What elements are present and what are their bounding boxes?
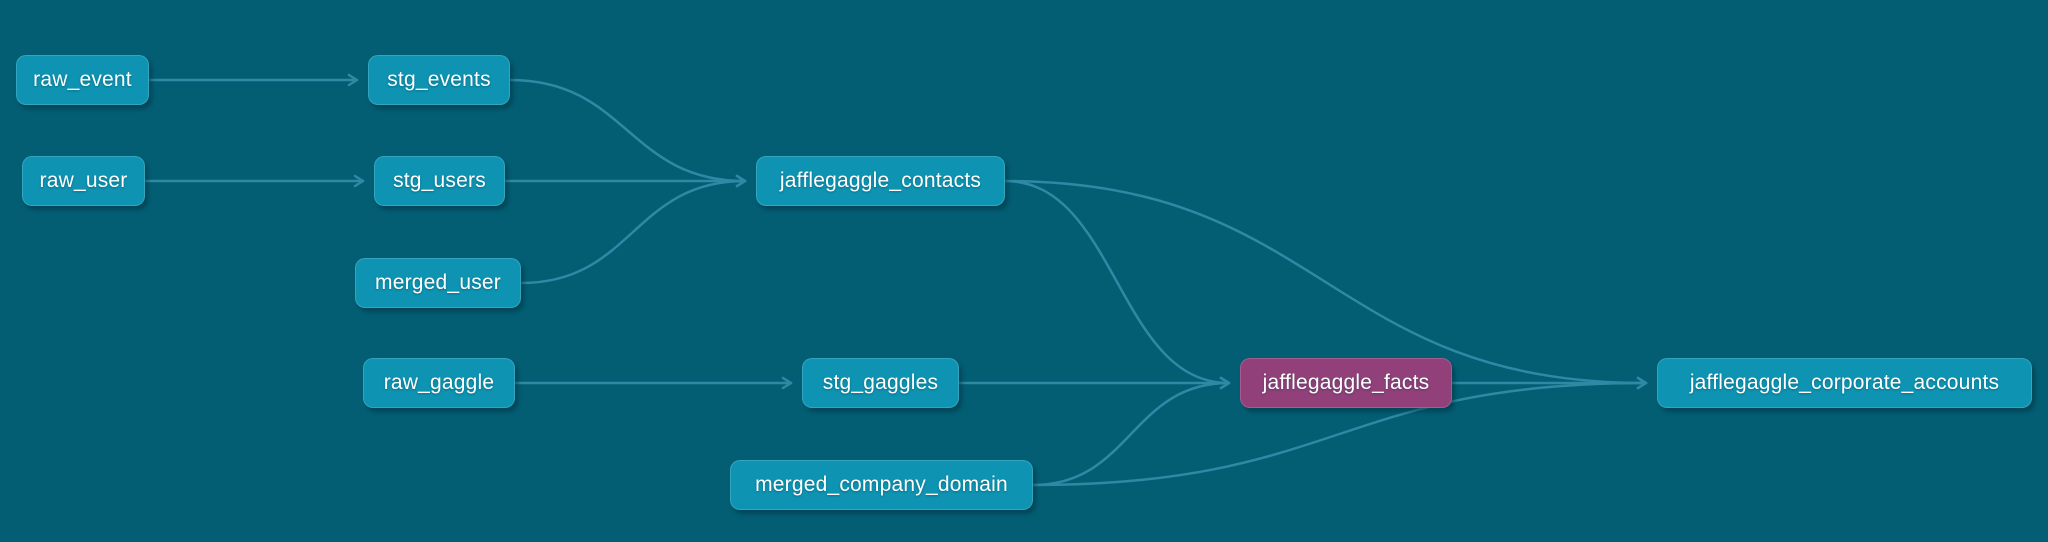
node-stg_events[interactable]: stg_events (368, 55, 510, 105)
node-raw_user[interactable]: raw_user (22, 156, 145, 206)
node-jafflegaggle_corporate_accounts[interactable]: jafflegaggle_corporate_accounts (1657, 358, 2032, 408)
node-stg_users[interactable]: stg_users (374, 156, 505, 206)
edge-merged_company_domain-to-jafflegaggle_facts (1031, 376, 1231, 487)
node-raw_event[interactable]: raw_event (16, 55, 149, 105)
node-jafflegaggle_contacts[interactable]: jafflegaggle_contacts (756, 156, 1005, 206)
node-raw_gaggle[interactable]: raw_gaggle (363, 358, 515, 408)
edge-jafflegaggle_contacts-to-jafflegaggle_facts (1003, 179, 1231, 390)
edge-merged_company_domain-to-jafflegaggle_corporate_accounts (1031, 376, 1648, 487)
edge-stg_events-to-jafflegaggle_contacts (508, 78, 747, 188)
node-stg_gaggles[interactable]: stg_gaggles (802, 358, 959, 408)
node-merged_user[interactable]: merged_user (355, 258, 521, 308)
node-merged_company_domain[interactable]: merged_company_domain (730, 460, 1033, 510)
edge-merged_user-to-jafflegaggle_contacts (519, 174, 747, 285)
edge-jafflegaggle_contacts-to-jafflegaggle_corporate_accounts (1003, 179, 1648, 390)
node-jafflegaggle_facts[interactable]: jafflegaggle_facts (1240, 358, 1452, 408)
